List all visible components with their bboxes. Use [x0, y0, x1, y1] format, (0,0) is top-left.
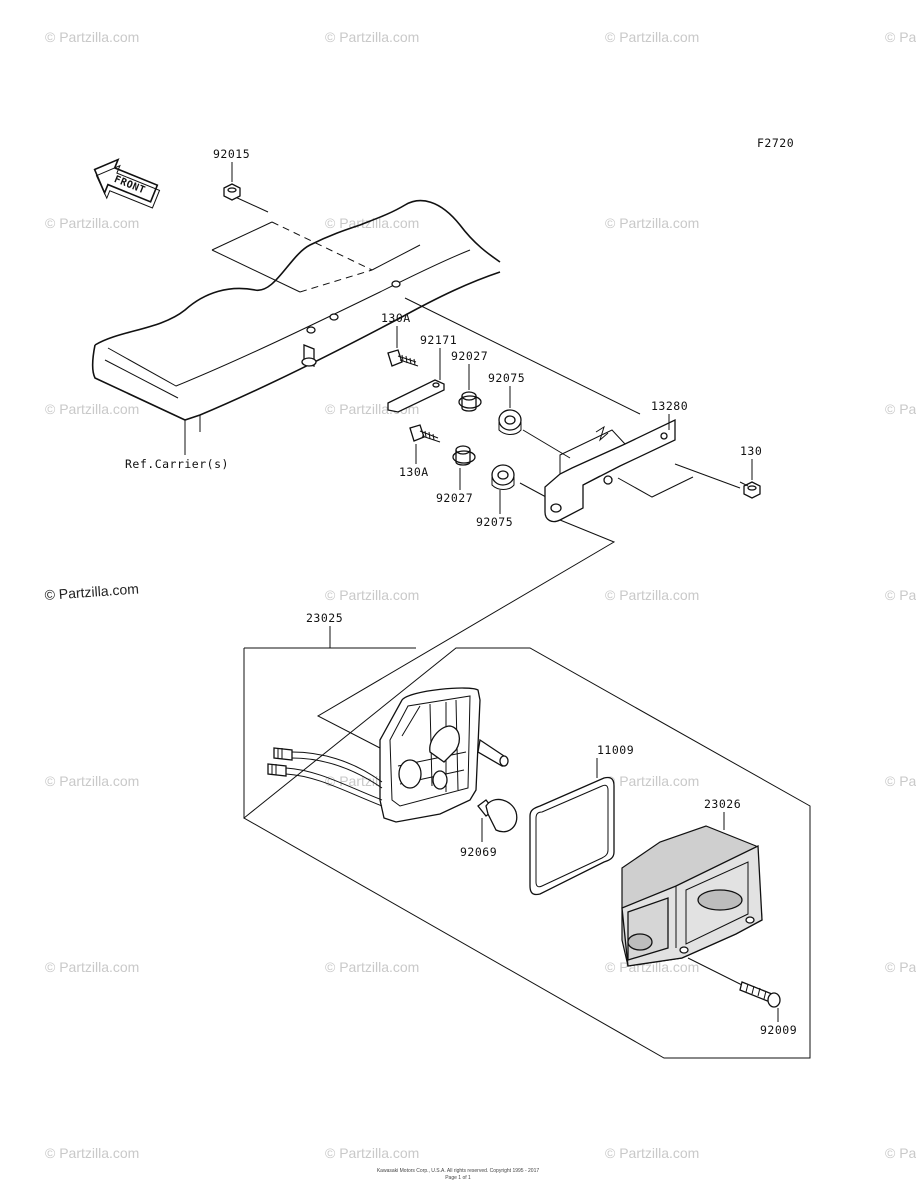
- label-92171: 92171: [420, 333, 457, 347]
- watermark: © Partzilla.com: [885, 773, 916, 789]
- watermark: © Partzilla.com: [45, 773, 139, 789]
- part-92015-nut: [223, 183, 241, 201]
- watermark: © Partzilla.com: [325, 215, 419, 231]
- watermark: © Partzilla.com: [885, 1145, 916, 1161]
- part-lamp-base: [379, 687, 509, 823]
- label-92075-bottom: 92075: [476, 515, 513, 529]
- label-130A-bottom: 130A: [399, 465, 429, 479]
- ref-carrier-label: Ref.Carrier(s): [125, 457, 229, 471]
- label-23026: 23026: [704, 797, 741, 811]
- carrier-ref: [91, 199, 501, 455]
- watermark: © Partzilla.com: [45, 401, 139, 417]
- part-92069-bulb: [477, 798, 518, 833]
- label-92075-top: 92075: [488, 371, 525, 385]
- watermark: © Partzilla.com: [605, 587, 699, 603]
- part-13280-bracket: [544, 418, 676, 523]
- part-92027-bushing-bottom: [452, 445, 476, 466]
- part-92075-grommet-top: [498, 409, 522, 435]
- watermark: © Partzilla.com: [325, 959, 419, 975]
- label-13280: 13280: [651, 399, 688, 413]
- label-92027-top: 92027: [451, 349, 488, 363]
- part-130A-bolt-bottom: [409, 424, 441, 443]
- watermark: © Partzilla.com: [45, 215, 139, 231]
- watermark: © Partzilla.com: [325, 1145, 419, 1161]
- watermark: © Partzilla.com: [45, 29, 139, 45]
- watermark: © Partzilla.com: [885, 29, 916, 45]
- part-92171-clamp: [387, 379, 445, 413]
- label-92009: 92009: [760, 1023, 797, 1037]
- label-92027-bottom: 92027: [436, 491, 473, 505]
- watermark: © Partzilla.com: [605, 29, 699, 45]
- part-23026-lens: [621, 825, 763, 967]
- part-92027-bushing-top: [458, 391, 482, 412]
- watermark: © Partzilla.com: [605, 215, 699, 231]
- part-92075-grommet-bottom: [491, 464, 515, 490]
- watermark: © Partzilla.com: [45, 959, 139, 975]
- part-11009-gasket: [529, 776, 615, 896]
- label-23025: 23025: [306, 611, 343, 625]
- footer-page: Page 1 of 1: [445, 1175, 471, 1181]
- part-wiring: [267, 747, 383, 807]
- watermark-layer: © Partzilla.com © Partzilla.com © Partzi…: [44, 29, 916, 1161]
- part-92009-screw: [687, 957, 781, 1008]
- watermark: © Partzilla.com: [885, 959, 916, 975]
- watermark: © Partzilla.com: [605, 773, 699, 789]
- watermark: © Partzilla.com: [885, 587, 916, 603]
- figure-code: F2720: [757, 136, 794, 150]
- part-130-bolt: [739, 481, 761, 499]
- part-130A-bolt-top: [387, 349, 419, 367]
- front-arrow-icon: FRONT: [93, 158, 161, 209]
- label-130A-top: 130A: [381, 311, 411, 325]
- label-130: 130: [740, 444, 762, 458]
- watermark: © Partzilla.com: [325, 587, 419, 603]
- watermark: © Partzilla.com: [605, 1145, 699, 1161]
- watermark: © Partzilla.com: [885, 401, 916, 417]
- label-92069: 92069: [460, 845, 497, 859]
- watermark: © Partzilla.com: [45, 1145, 139, 1161]
- label-92015: 92015: [213, 147, 250, 161]
- watermark-dark: © Partzilla.com: [44, 580, 139, 603]
- label-11009: 11009: [597, 743, 634, 757]
- watermark: © Partzilla.com: [325, 29, 419, 45]
- footer-copyright: Kawasaki Motors Corp., U.S.A. All rights…: [377, 1168, 540, 1174]
